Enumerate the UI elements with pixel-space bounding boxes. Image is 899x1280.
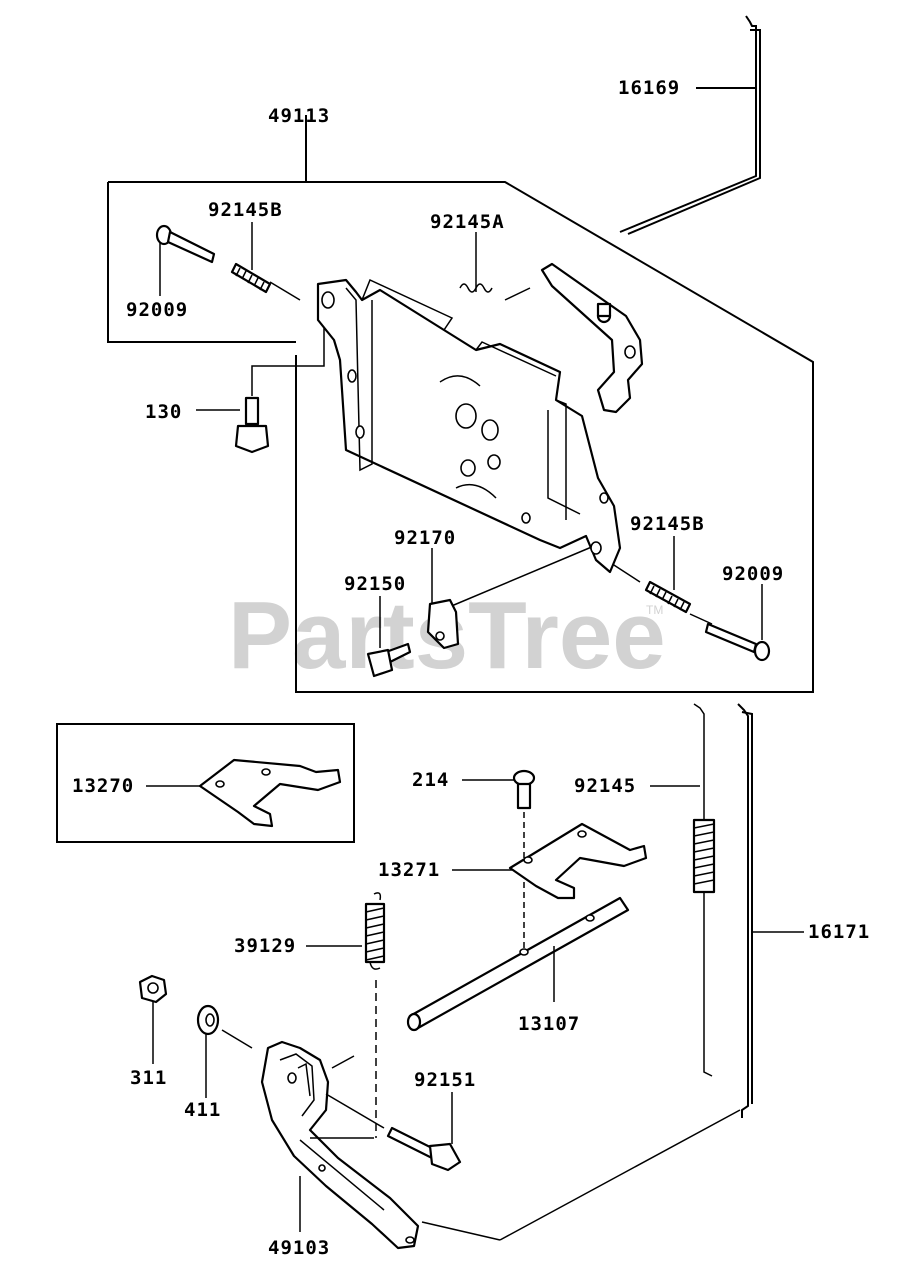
- label-92150: 92150: [344, 573, 406, 595]
- label-49113: 49113: [268, 105, 330, 127]
- label-92145B-right: 92145B: [630, 513, 705, 535]
- label-92151: 92151: [414, 1069, 476, 1091]
- spring-39129: [306, 892, 386, 1138]
- bolt-130: [234, 396, 270, 454]
- control-plate: [316, 278, 622, 574]
- label-311: 311: [130, 1067, 167, 1089]
- label-92145B-top: 92145B: [208, 199, 283, 221]
- label-13107: 13107: [518, 1013, 580, 1035]
- label-92170: 92170: [394, 527, 456, 549]
- label-92009-right: 92009: [722, 563, 784, 585]
- clip-92170: [426, 598, 460, 650]
- watermark-trademark: TM: [646, 603, 663, 617]
- bolt-92150: [366, 642, 412, 678]
- screw-214: [462, 769, 536, 950]
- rod-16169: [619, 15, 761, 235]
- label-130: 130: [145, 401, 182, 423]
- label-16169: 16169: [618, 77, 680, 99]
- plate-13271: [452, 822, 648, 900]
- leader-lines-top: [159, 222, 763, 648]
- lever-arm: [540, 262, 644, 414]
- washer-411: [196, 1004, 253, 1098]
- rod-16171: [421, 703, 804, 1241]
- screw-92009-right: [704, 622, 771, 662]
- shaft-13107: [406, 896, 630, 1032]
- lever-49103: [260, 1040, 420, 1250]
- nut-311: [138, 974, 168, 1064]
- label-39129: 39129: [234, 935, 296, 957]
- label-92145: 92145: [574, 775, 636, 797]
- inset-box-13270: [56, 723, 355, 843]
- label-92145A: 92145A: [430, 211, 505, 233]
- plate-13270: [146, 758, 342, 828]
- spring-92145A: [459, 283, 493, 293]
- label-16171: 16171: [808, 921, 870, 943]
- spring-92145: [650, 703, 716, 1077]
- label-13270: 13270: [72, 775, 134, 797]
- assembly-outline-49113: [107, 115, 814, 693]
- label-13271: 13271: [378, 859, 440, 881]
- label-411: 411: [184, 1099, 221, 1121]
- screw-92009-top: [155, 224, 216, 264]
- spring-92145B-top: [230, 262, 272, 294]
- bolt-92151: [386, 1092, 462, 1172]
- spring-92145B-right: [644, 580, 692, 614]
- label-92009-top: 92009: [126, 299, 188, 321]
- part-labels: 16169 49113 92145B 92145A 92009 130 9214…: [72, 77, 870, 1259]
- label-49103: 49103: [268, 1237, 330, 1259]
- label-214: 214: [412, 769, 449, 791]
